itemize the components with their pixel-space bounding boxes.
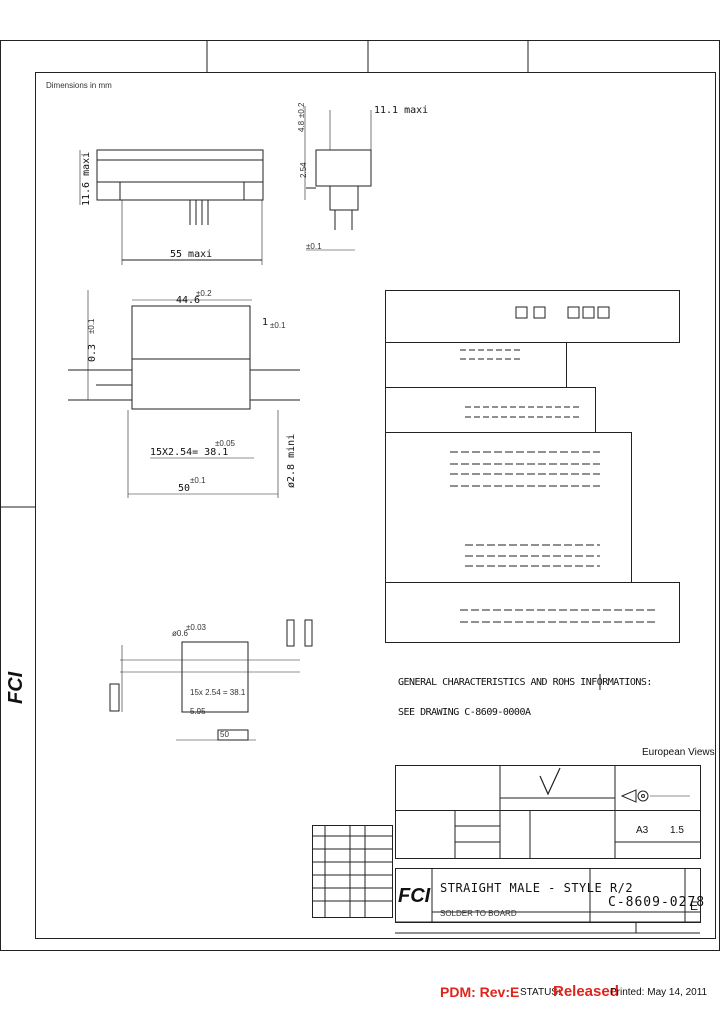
top-dim-1-tol: ±0.1 (270, 321, 286, 330)
status-value: Released (553, 983, 619, 1000)
pdm-revision: PDM: Rev:E (440, 984, 520, 1000)
revision-letter: E (690, 899, 699, 913)
top-hole-dim: ø2.8 mini (286, 433, 297, 488)
see-drawing-note: SEE DRAWING C-8609-0000A (398, 707, 531, 718)
top-pitch-dim: 15X2.54= 38.1 (150, 447, 229, 458)
top-overall-tol: ±0.1 (190, 476, 206, 485)
description-line-2: SOLDER TO BOARD (440, 909, 517, 918)
top-length-tol: ±0.2 (196, 289, 212, 298)
fci-margin-logo-icon: FCI (5, 671, 27, 704)
front-length-dim: 55 maxi (170, 249, 213, 260)
side-4-8-tol: ±0.2 (297, 102, 306, 118)
fci-logo: FCI (398, 885, 431, 907)
top-overall-dim: 50 (178, 483, 191, 494)
board-pitch-box: 15x 2.54 = 38.1 (190, 688, 246, 697)
side-width-dim: 11.1 maxi (374, 105, 429, 116)
sheet-scale: 1.5 (670, 825, 684, 836)
top-dim-0-3-tol: ±0.1 (87, 318, 96, 334)
units-note: Dimensions in mm (46, 81, 112, 90)
status-label: STATUS: (520, 987, 561, 998)
board-dim-5-95: 5.95 (190, 707, 206, 716)
side-4-8-dim: 4.8 (297, 120, 306, 132)
board-dim-a: ø0.6 (172, 629, 189, 638)
sheet-size: A3 (636, 825, 649, 836)
front-height-dim: 11.6 maxi (81, 151, 92, 206)
board-dim-50: 50 (220, 730, 229, 739)
side-pitch-dim: 2.54 (299, 162, 308, 178)
general-characteristics-note: GENERAL CHARACTERISTICS AND ROHS INFORMA… (398, 677, 652, 688)
description-line-1: STRAIGHT MALE - STYLE R/2 (440, 881, 634, 895)
top-dim-1: 1 (262, 317, 269, 328)
top-dim-0-3: 0.3 (87, 343, 98, 362)
top-length-dim: 44.6 (176, 295, 201, 306)
board-dim-a-tol: ±0.03 (186, 623, 206, 632)
printed-date: Printed: May 14, 2011 (610, 987, 708, 998)
top-pitch-tol: ±0.05 (215, 439, 235, 448)
part-number: C-8609-0278 (608, 895, 706, 910)
side-bottom-tol: ±0.1 (306, 242, 322, 251)
european-views-label: European Views (642, 747, 715, 758)
